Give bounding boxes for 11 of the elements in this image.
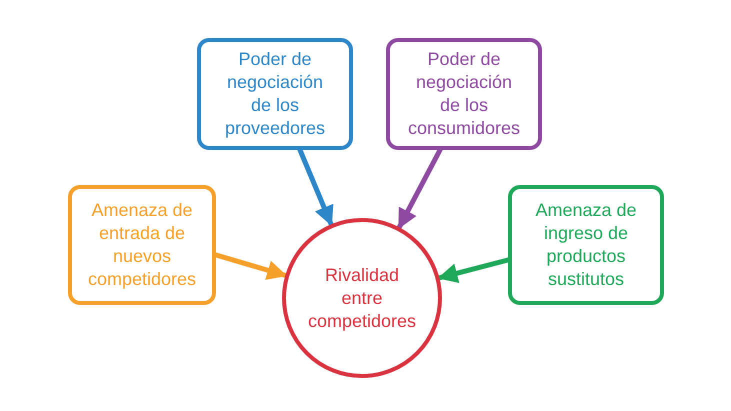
box-label: Amenaza de ingreso de productos sustitutos xyxy=(534,199,638,291)
force-box xyxy=(508,185,664,305)
box-label: Amenaza de entrada de nuevos competidores xyxy=(88,199,196,291)
arrow xyxy=(298,148,334,227)
arrow xyxy=(396,148,442,230)
force-box xyxy=(197,38,353,150)
force-box xyxy=(386,38,542,150)
box-label: Poder de negociación de los proveedores xyxy=(224,48,326,140)
force-box xyxy=(68,185,216,305)
box-label: Rivalidad entre competidores xyxy=(308,264,416,332)
box-label: Poder de negociación de los consumidores xyxy=(406,48,522,140)
